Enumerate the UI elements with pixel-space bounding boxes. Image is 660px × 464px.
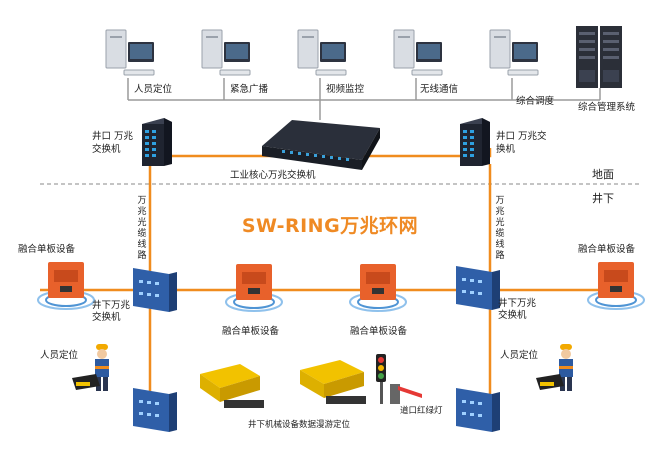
personnel-label: 人员定位	[500, 350, 539, 361]
terminal-label: 人员定位	[134, 84, 173, 95]
fusion-device-icon	[225, 264, 283, 312]
fusion-device-icon	[37, 262, 95, 310]
fusion-device-label: 融合单板设备	[222, 326, 280, 337]
underground-switch-icon	[133, 388, 177, 432]
computer-icon	[297, 29, 347, 76]
underground-switch-icon	[133, 268, 177, 312]
server-label: 综合管理系统	[578, 102, 636, 113]
terminal-label: 无线通信	[420, 84, 459, 95]
computer-icon	[393, 29, 443, 76]
zone-ground-label: 地面	[592, 168, 614, 181]
underground-switch-icon	[456, 388, 500, 432]
fusion-device-icon	[349, 264, 407, 312]
mining-machine-icon	[200, 364, 264, 408]
underground-switch-left-label: 井下万兆 交换机	[92, 300, 131, 323]
mining-machine-icon	[300, 360, 366, 404]
fusion-device-label: 融合单板设备	[578, 244, 636, 255]
computer-icon	[489, 29, 539, 76]
terminal-label: 综合调度	[516, 96, 555, 107]
personnel-label: 人员定位	[40, 350, 79, 361]
well-switch-icon	[142, 118, 172, 166]
underground-switch-icon	[456, 266, 500, 310]
fiber-line-right-label: 万兆光缆线路	[495, 196, 505, 261]
fusion-device-icon	[587, 262, 645, 310]
terminal-label: 视频监控	[326, 84, 365, 95]
fiber-line-left-label: 万兆光缆线路	[137, 196, 147, 261]
computer-icon	[201, 29, 251, 76]
machinery-label: 井下机械设备数据漫游定位	[248, 420, 351, 430]
well-switch-right-label: 井口 万兆交换机	[496, 131, 547, 155]
traffic-light-icon	[376, 354, 422, 404]
well-switch-icon	[460, 118, 490, 166]
traffic-light-label: 道口红绿灯	[400, 406, 443, 416]
core-switch-icon	[262, 120, 380, 170]
server-rack-icon	[576, 26, 622, 88]
terminal-label: 紧急广播	[230, 84, 269, 95]
ring-network-title: SW-RING万兆环网	[241, 215, 419, 237]
well-switch-left-label: 井口 万兆交换机	[92, 131, 134, 155]
fusion-device-label: 融合单板设备	[18, 244, 76, 255]
zone-underground-label: 井下	[592, 192, 614, 205]
miner-worker-icon	[536, 344, 573, 391]
fusion-device-label: 融合单板设备	[350, 326, 408, 337]
top-links	[127, 78, 601, 120]
miner-worker-icon	[72, 344, 109, 391]
core-switch-label: 工业核心万兆交换机	[230, 170, 316, 181]
underground-switch-right-label: 井下万兆 交换机	[498, 298, 537, 321]
computer-icon	[105, 29, 155, 76]
